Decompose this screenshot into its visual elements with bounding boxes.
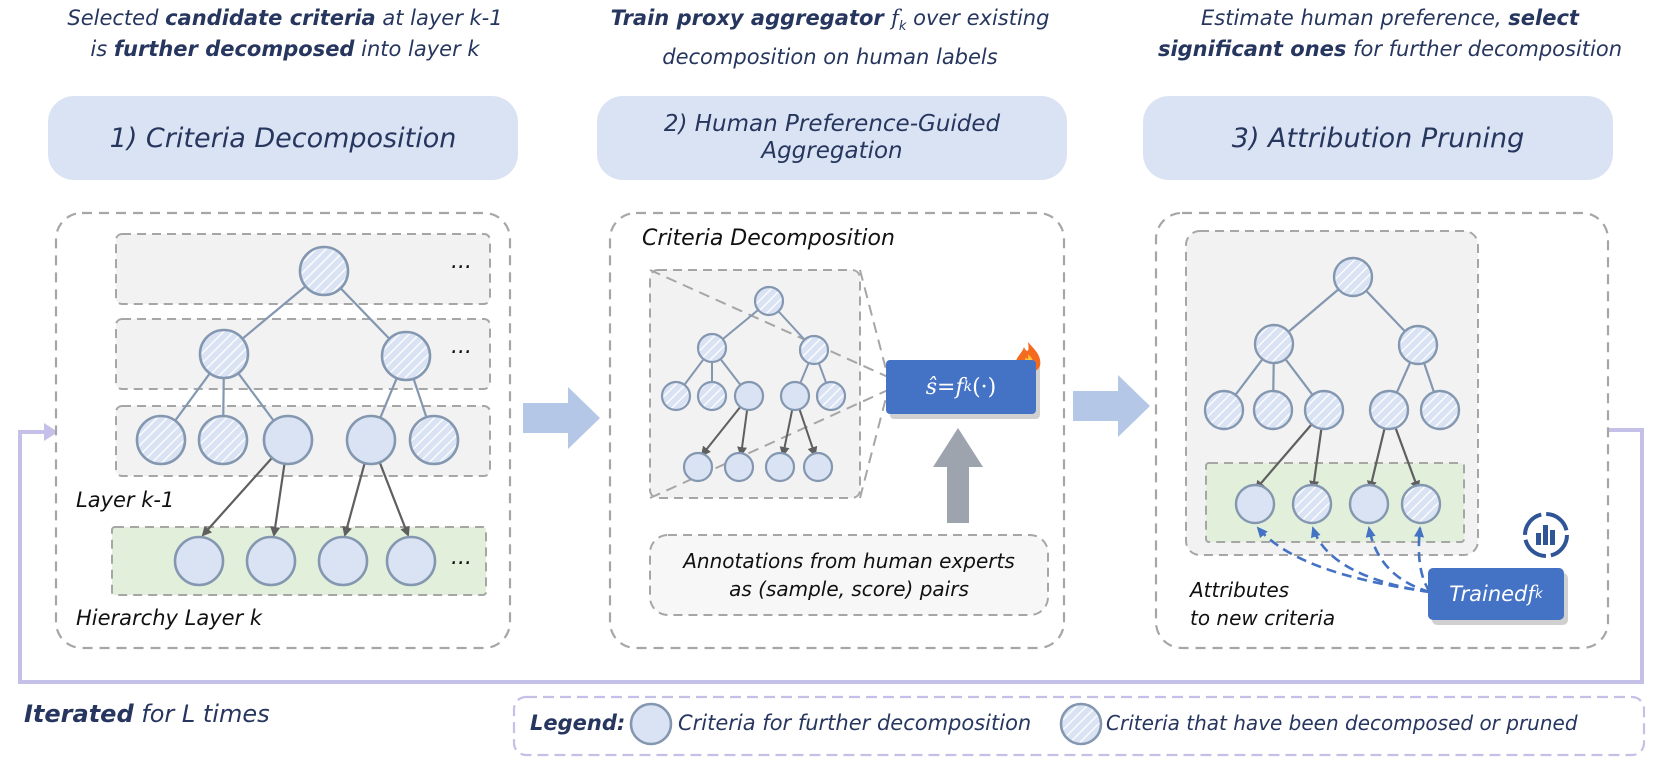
panel2-title: Criteria Decomposition <box>642 226 895 251</box>
ellipsis-row-2: ... <box>451 334 472 359</box>
p1-node-k1 <box>173 535 225 587</box>
annotation-up-arrow <box>933 428 983 523</box>
p1-node-k3 <box>317 535 369 587</box>
step2-caption: Train proxy aggregator fk over existing … <box>610 6 1050 70</box>
step3-header: 3) Attribution Pruning <box>1143 96 1613 180</box>
p1-node-l3c <box>262 414 314 466</box>
p1-node-l3a <box>135 414 187 466</box>
layer-k-minus-1-label: Layer k-1 <box>76 488 175 512</box>
p1-node-l3e <box>408 414 460 466</box>
transition-arrow-1 <box>523 387 600 449</box>
annotation-frame <box>649 534 1049 616</box>
step3-caption: Estimate human preference, select signif… <box>1157 6 1623 61</box>
legend-item-further-decomposition: Criteria for further decomposition <box>678 711 1032 735</box>
p1-node-l2a <box>198 328 250 380</box>
step1-header: 1) Criteria Decomposition <box>48 96 518 180</box>
legend-title: Legend: <box>530 711 626 735</box>
step1-caption: Selected candidate criteria at layer k-1… <box>67 6 503 61</box>
hierarchy-layer-k-label: Hierarchy Layer k <box>76 606 263 630</box>
legend-swatch-solid <box>629 702 673 746</box>
ellipsis-row-k: ... <box>451 545 472 570</box>
iteration-note: Iterated for L times <box>24 700 270 728</box>
p1-root-node <box>298 245 350 297</box>
legend-swatch-hatched <box>1059 702 1103 746</box>
panel3-tree <box>1185 230 1568 625</box>
iteration-loop-line <box>18 423 1644 684</box>
transition-arrow-2 <box>1073 375 1150 437</box>
step2-header: 2) Human Preference-Guided Aggregation <box>597 96 1067 180</box>
ellipsis-row-1: ... <box>451 249 472 274</box>
legend <box>512 695 1646 757</box>
layer-row-2 <box>115 318 491 390</box>
p1-node-l2b <box>380 330 432 382</box>
panel1-tree <box>111 233 491 596</box>
annotation-text: Annotations from human experts as (sampl… <box>683 549 1015 601</box>
p1-node-k4 <box>385 535 437 587</box>
p1-node-l3b <box>197 414 249 466</box>
panel2-tree <box>649 269 1049 616</box>
p1-node-l3d <box>345 414 397 466</box>
new-criteria-row <box>1205 462 1465 543</box>
chart-badge-icon <box>1523 512 1569 558</box>
p1-node-k2 <box>245 535 297 587</box>
legend-item-decomposed-or-pruned: Criteria that have been decomposed or pr… <box>1106 711 1578 735</box>
